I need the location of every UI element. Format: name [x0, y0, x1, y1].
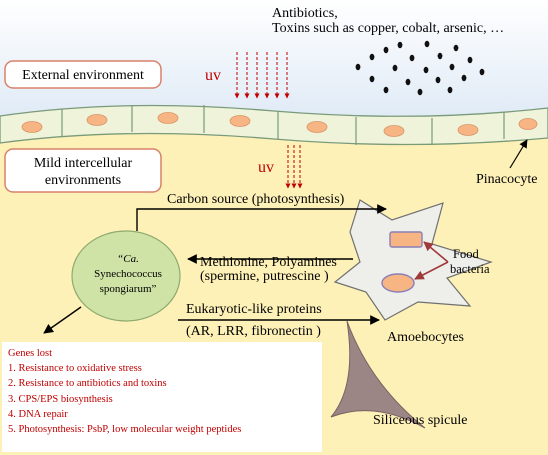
cell-nucleus: [229, 115, 251, 127]
toxin-particles: [355, 40, 485, 96]
genes-lost-item: 1. Resistance to oxidative stress: [8, 363, 142, 375]
food-bacteria-arrow-lower: [414, 261, 449, 280]
eukaryotic-proteins-label: Eukaryotic-like proteins: [186, 302, 322, 317]
uv-rays-bottom: [285, 145, 303, 189]
food-bacteria-arrow-upper: [423, 241, 449, 263]
siliceous-spicule-label: Siliceous spicule: [373, 413, 468, 428]
synechococcus-cell: [71, 230, 181, 322]
synechococcus-line2: Synechococcus: [94, 268, 162, 280]
antibiotics-label: Antibiotics,: [272, 6, 338, 21]
food-bacterium-oval: [381, 273, 415, 293]
carbon-source-label: Carbon source (photosynthesis): [167, 192, 345, 207]
eukaryotic-proteins-detail: (AR, LRR, fibronectin ): [186, 324, 321, 339]
cell-nucleus: [157, 112, 179, 124]
external-environment-bg: [0, 0, 548, 120]
uv-rays-top: [234, 52, 290, 99]
methionine-label: Methionine, Polyamines: [200, 255, 337, 270]
intercellular-label-line2: environments: [45, 173, 121, 188]
cell-nucleus: [518, 118, 538, 130]
cell-nucleus: [86, 114, 108, 126]
synechococcus-line3: spongiarum”: [100, 283, 157, 295]
genes-lost-item: 5. Photosynthesis: PsbP, low molecular w…: [8, 424, 242, 436]
bacteria-label: bacteria: [450, 262, 490, 276]
siliceous-spicule: [330, 320, 426, 429]
external-environment-label: External environment: [22, 68, 144, 83]
amoebocyte-cell: [333, 199, 493, 321]
genes-lost-title: Genes lost: [8, 348, 53, 359]
uv-label-bottom: uv: [258, 159, 274, 176]
cell-nucleus: [306, 121, 328, 133]
genes-lost-arrow: [43, 306, 82, 334]
intercellular-environment-box: [4, 148, 162, 193]
food-bacterium-rod: [389, 231, 423, 248]
genes-lost-item: 4. DNA repair: [8, 408, 68, 420]
pinacoderm-layer: [0, 104, 548, 146]
toxins-label: Toxins such as copper, cobalt, arsenic, …: [272, 21, 504, 36]
food-label: Food: [453, 247, 479, 261]
cell-nucleus: [457, 124, 479, 136]
genes-lost-item: 2. Resistance to antibiotics and toxins: [8, 378, 167, 390]
synechococcus-line1: “Ca.: [117, 253, 139, 265]
amoebocytes-label: Amoebocytes: [387, 330, 464, 345]
external-environment-box: [4, 60, 162, 89]
uv-label-top: uv: [205, 67, 221, 84]
pinacocyte-label: Pinacocyte: [476, 172, 537, 187]
carbon-source-arrow: [136, 204, 387, 231]
genes-lost-item: 3. CPS/EPS biosynthesis: [8, 393, 113, 405]
pinacocyte-arrow: [509, 139, 528, 169]
polyamines-label: (spermine, putrescine ): [200, 269, 329, 284]
cell-nucleus: [383, 125, 405, 137]
intercellular-label-line1: Mild intercellular: [34, 156, 133, 171]
genes-lost-box: Genes lost 1. Resistance to oxidative st…: [2, 342, 322, 452]
cell-nucleus: [21, 121, 43, 133]
